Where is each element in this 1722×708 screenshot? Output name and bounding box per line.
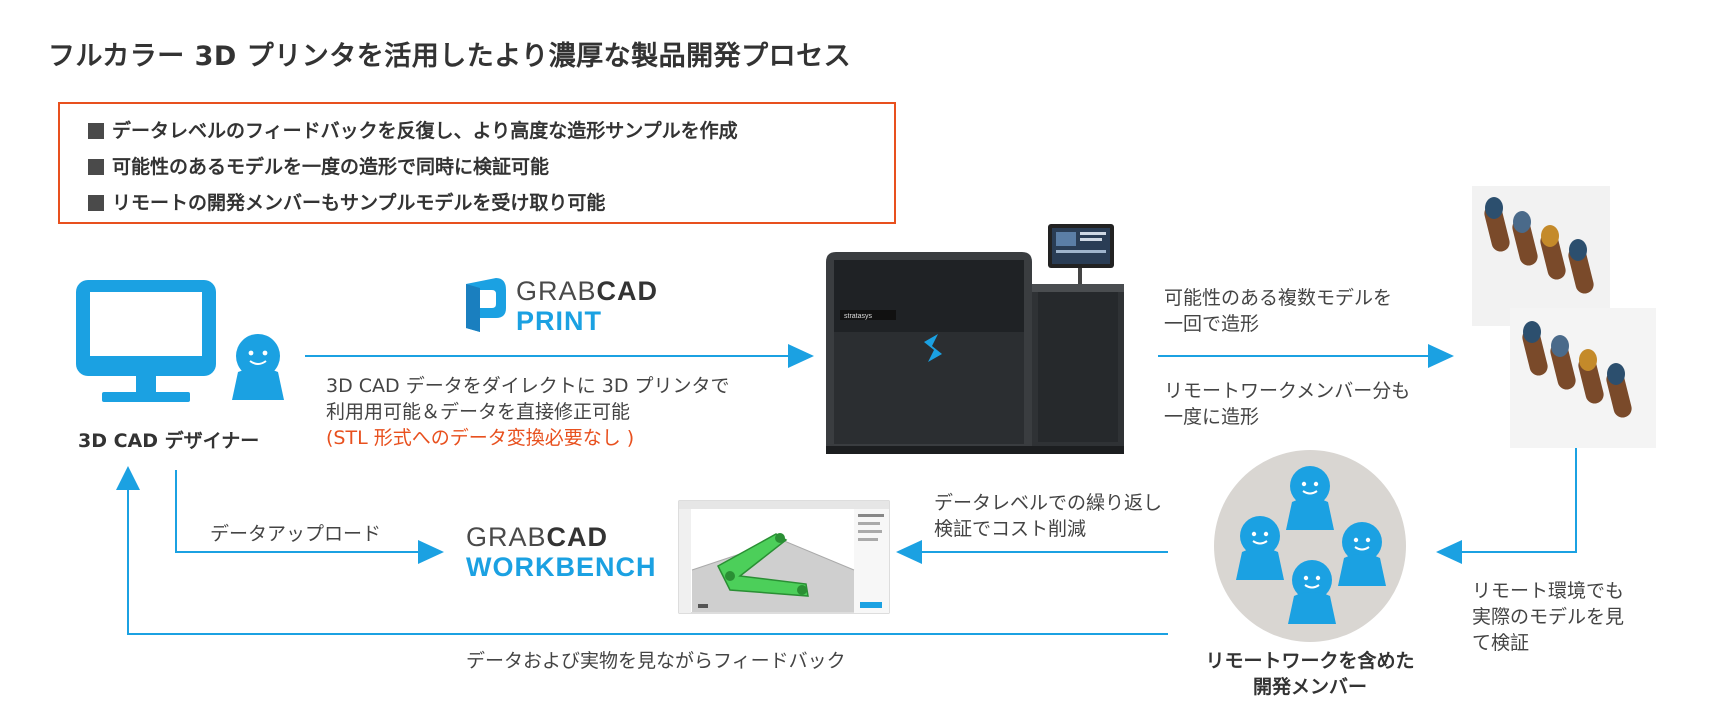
feedback-label: データおよび実物を見ながらフィードバック [466,650,846,672]
square-bullet-icon [88,195,104,211]
benefits-box [58,102,896,224]
remote-team-label: リモートワークを含めた [1205,650,1415,672]
iteration-line: 検証でコスト削減 [934,518,1087,540]
print-output-line: 一度に造形 [1164,406,1260,428]
grabcad-workbench-brand: GRABCAD [466,522,609,552]
benefit-item: データレベルのフィードバックを反復し、より高度な造形サンプルを作成 [88,116,738,143]
arrow-to-team [1460,448,1577,553]
designer-label: 3D CAD デザイナー [78,430,260,452]
printed-models-image [1472,186,1656,448]
grabcad-print-product: PRINT [516,306,602,336]
arrow-feedback [127,488,1168,635]
remote-team-label: 開発メンバー [1252,676,1367,698]
remote-team-icon [1214,450,1406,642]
grabcad-workbench-product: WORKBENCH [466,552,657,582]
square-bullet-icon [88,159,104,175]
grabcad-print-logo-icon [466,278,506,332]
arrow-head [1428,344,1454,368]
printer-brand: stratasys [844,313,873,320]
grabcad-print-brand: GRABCAD [516,276,659,306]
workbench-screenshot-image [678,500,890,614]
iteration-line: データレベルでの繰り返し [934,492,1163,514]
arrow-head [788,344,814,368]
page-title: フルカラー 3D プリンタを活用したより濃厚な製品開発プロセス [48,41,852,72]
print-note-highlight: (STL 形式へのデータ変換必要なし ) [326,427,635,449]
printer-image: stratasys [826,224,1124,454]
benefit-item: リモートの開発メンバーもサンプルモデルを受け取り可能 [88,188,605,215]
remote-check-line: て検証 [1472,632,1530,654]
print-output-line: 一回で造形 [1164,313,1260,335]
print-output-line: リモートワークメンバー分も [1164,380,1411,402]
arrow-head [1436,540,1462,564]
square-bullet-icon [88,123,104,139]
remote-check-line: 実際のモデルを見 [1472,606,1625,628]
designer-icon [76,280,284,402]
print-note-line: 利用用可能＆データを直接修正可能 [326,401,631,423]
arrow-head [418,540,444,564]
arrow-head [896,540,922,564]
remote-check-line: リモート環境でも [1472,580,1625,602]
arrow-head [116,466,140,490]
upload-label: データアップロード [210,523,382,545]
print-output-line: 可能性のある複数モデルを [1164,287,1393,309]
print-note-line: 3D CAD データをダイレクトに 3D プリンタで [326,375,730,397]
arrow-upload [175,470,420,553]
benefit-item: 可能性のあるモデルを一度の造形で同時に検証可能 [88,152,549,179]
